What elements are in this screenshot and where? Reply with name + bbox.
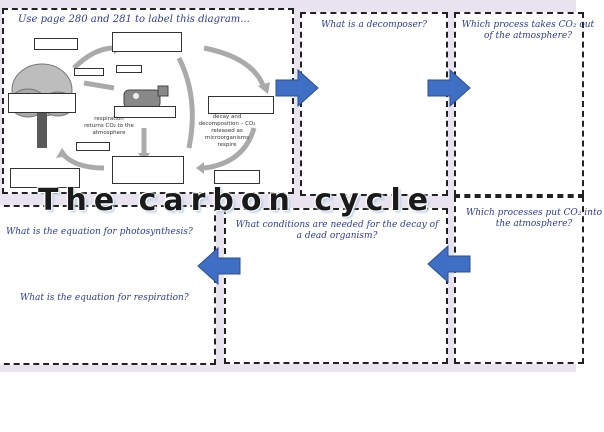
label-box[interactable] xyxy=(114,106,176,118)
worksheet: Use page 280 and 281 to label this diagr… xyxy=(0,0,602,372)
arrow-right-icon xyxy=(275,68,319,108)
respiration-note: respiration returns CO₂ to the atmospher… xyxy=(84,116,134,136)
decomposer-question: What is a decomposer? xyxy=(321,20,427,30)
label-box[interactable] xyxy=(34,38,78,50)
label-box[interactable] xyxy=(214,170,260,184)
arrow-left-icon xyxy=(427,244,471,284)
respiration-question: What is the equation for respiration? xyxy=(20,293,189,303)
decay-conditions-question: What conditions are needed for the decay… xyxy=(235,220,439,241)
decay-conditions-box[interactable]: What conditions are needed for the decay… xyxy=(224,208,448,364)
page-title: The carbon cycle xyxy=(38,183,436,218)
puts-co2-question: Which processes put CO₂ into the atmosph… xyxy=(466,208,602,229)
puts-co2-box[interactable]: Which processes put CO₂ into the atmosph… xyxy=(454,196,602,364)
equations-box[interactable]: What is the equation for photosynthesis?… xyxy=(0,205,216,365)
cow-icon xyxy=(123,85,169,116)
label-box[interactable] xyxy=(116,65,142,73)
decay-note: decay and decomposition – CO₂ released a… xyxy=(198,114,256,148)
label-box[interactable] xyxy=(112,32,182,52)
photosynthesis-question: What is the equation for photosynthesis? xyxy=(6,227,193,237)
label-box[interactable] xyxy=(76,142,110,151)
takes-co2-box[interactable]: Which process takes CO₂ out of the atmos… xyxy=(454,12,594,196)
takes-co2-question: Which process takes CO₂ out of the atmos… xyxy=(461,20,595,41)
label-box[interactable] xyxy=(112,156,184,184)
decomposer-box[interactable]: What is a decomposer? xyxy=(300,12,448,196)
diagram-instruction: Use page 280 and 281 to label this diagr… xyxy=(18,14,250,25)
label-box[interactable] xyxy=(8,93,76,113)
arrow-left-icon xyxy=(197,246,241,286)
diagram-panel: Use page 280 and 281 to label this diagr… xyxy=(2,8,294,194)
label-box[interactable] xyxy=(74,68,104,76)
label-box[interactable] xyxy=(208,96,274,114)
label-box[interactable] xyxy=(10,168,80,188)
arrow-right-icon xyxy=(427,68,471,108)
